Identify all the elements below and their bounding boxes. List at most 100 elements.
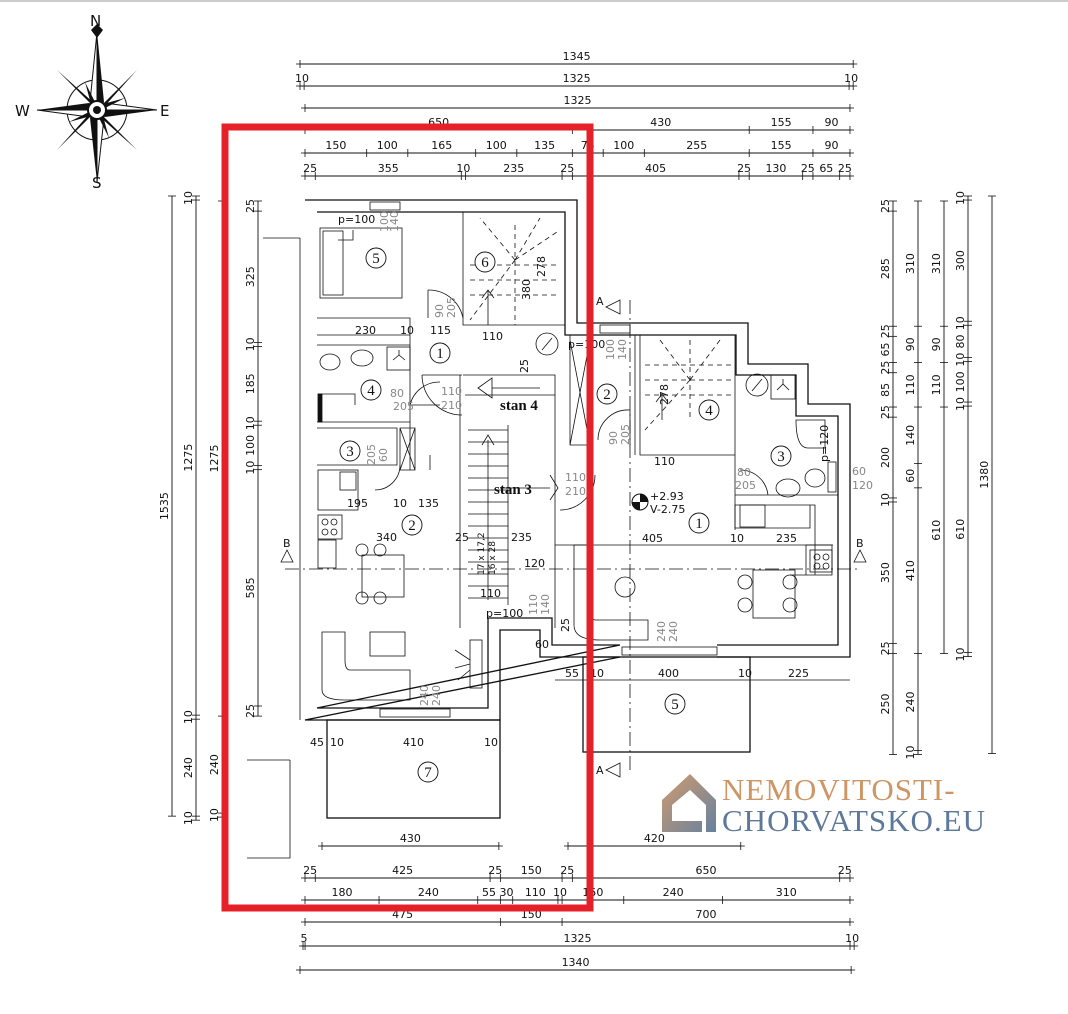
room-number: 4	[705, 403, 713, 419]
room-number-circle	[664, 693, 686, 715]
building-walls	[247, 199, 860, 859]
dimension-label: 10	[208, 808, 221, 822]
label: 380	[520, 279, 533, 300]
room-number: 5	[372, 251, 380, 267]
dimension-label: 180	[332, 886, 353, 899]
watermark-line1: NEMOVITOSTI-	[722, 772, 956, 807]
level-top: +2.93	[650, 490, 684, 503]
stove-icon	[317, 514, 343, 540]
room-number: 1	[695, 516, 703, 532]
watermark-line2: CHORVATSKO.EU	[722, 803, 986, 838]
kitchen-sink-icon	[317, 469, 359, 511]
label: 100	[378, 211, 391, 232]
label: 400	[658, 667, 679, 680]
room-number-circle	[417, 761, 439, 783]
dimension-label: 10	[954, 397, 967, 411]
label: 115	[430, 324, 451, 337]
dimension-label: 10	[954, 353, 967, 367]
room-number-circle	[401, 514, 423, 536]
dimension-label: 110	[930, 374, 943, 395]
level-marker-icon	[631, 493, 649, 511]
dimension-label: 10	[954, 648, 967, 662]
boiler-icon	[535, 332, 559, 356]
label: 120	[524, 557, 545, 570]
label: 90	[433, 304, 446, 318]
dining-table-right	[752, 569, 796, 619]
dimension-label: 430	[650, 116, 671, 129]
dimension-label: 25	[838, 162, 852, 175]
dimension-label: 350	[879, 562, 892, 583]
room-number-circle	[429, 342, 451, 364]
dimension-label: 10	[954, 191, 967, 205]
dimension-label: 25	[560, 162, 574, 175]
dimension-label: 100	[613, 139, 634, 152]
dimension-label: 610	[930, 520, 943, 541]
dining-table	[361, 554, 405, 598]
compass-north: N	[90, 12, 101, 30]
dimension-label: 10	[904, 745, 917, 759]
dimension-label: 200	[879, 447, 892, 468]
label: 210	[565, 485, 586, 498]
dimension-label: 25	[560, 864, 574, 877]
label: 195	[347, 497, 368, 510]
room-number: 7	[424, 765, 432, 781]
section-a-bottom-label: A	[596, 764, 604, 777]
dimension-label: 100	[486, 139, 507, 152]
dimension-label: 235	[503, 162, 524, 175]
dimension-label: 10	[844, 72, 858, 85]
dimension-label: 100	[954, 371, 967, 392]
dimension-label: 25	[879, 361, 892, 375]
label: 10	[393, 497, 407, 510]
label: 140	[616, 339, 629, 360]
toilet-icon	[319, 353, 341, 371]
boiler-icon-right	[745, 373, 769, 397]
room-number-circle	[360, 379, 382, 401]
dimension-label: 1325	[564, 932, 592, 945]
room-number-circle	[770, 445, 792, 467]
section-b-left-label: B	[283, 537, 291, 550]
dimension-label: 155	[771, 116, 792, 129]
room-number-circle	[474, 251, 496, 273]
dimension-label: 285	[879, 258, 892, 279]
dimension-label: 10	[879, 493, 892, 507]
label: 80	[737, 466, 751, 479]
entrance-arrows	[477, 377, 559, 501]
unit-label-stan-3: stan 3	[494, 482, 532, 498]
label: 110	[565, 471, 586, 484]
label: 340	[376, 531, 397, 544]
dimension-label: 140	[904, 425, 917, 446]
level-bottom: V-2.75	[650, 503, 685, 516]
dimension-label: 155	[771, 139, 792, 152]
dimension-label: 425	[392, 864, 413, 877]
dimension-label: 10	[553, 886, 567, 899]
dimension-label: 80	[954, 334, 967, 348]
dimension-label: 25	[244, 704, 257, 718]
dimension-label: 1340	[562, 956, 590, 969]
compass-south: S	[92, 174, 102, 192]
dimension-label: 355	[378, 162, 399, 175]
label: 25	[518, 359, 531, 373]
dimension-label: 25	[244, 199, 257, 213]
sofa-left	[321, 631, 411, 701]
dimension-label: 240	[663, 886, 684, 899]
room-number: 3	[346, 444, 354, 460]
dimension-label: 25	[488, 864, 502, 877]
room-number-circle	[339, 440, 361, 462]
dimension-label: 100	[244, 435, 257, 456]
dimension-label: 150	[325, 139, 346, 152]
room-number-circle	[688, 512, 710, 534]
dimension-label: 10	[182, 811, 195, 825]
label: 405	[642, 532, 663, 545]
room-number-circle	[698, 399, 720, 421]
dimension-label: 90	[824, 116, 838, 129]
label: 240	[418, 685, 431, 706]
label: 205	[735, 479, 756, 492]
label: 100	[604, 339, 617, 360]
dimension-label: 250	[879, 693, 892, 714]
label: 16 x 28	[488, 541, 498, 575]
bed-icon	[319, 227, 403, 299]
dimension-label: 10	[182, 710, 195, 724]
dimension-label: 1325	[563, 94, 591, 107]
